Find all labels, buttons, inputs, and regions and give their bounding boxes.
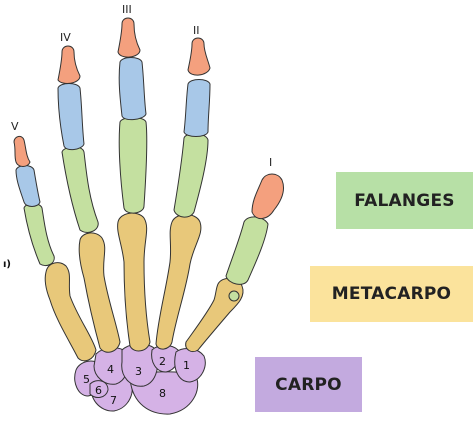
legend-falanges-label: FALANGES <box>354 191 454 211</box>
middle-phalanx-iii <box>119 58 146 120</box>
carpal-number-8: 8 <box>159 387 166 400</box>
proximal-phalanx-v <box>24 204 54 266</box>
finger-label-iv: IV <box>60 31 71 44</box>
distal-phalanx-ii <box>188 38 210 75</box>
distal-phalanx-i <box>252 174 284 219</box>
carpal-number-5: 5 <box>83 373 90 386</box>
carpal-number-1: 1 <box>183 359 190 372</box>
legend-metacarpo-label: METACARPO <box>332 284 451 304</box>
legend-carpo: CARPO <box>255 357 362 412</box>
carpal-number-3: 3 <box>135 365 142 378</box>
side-mark: ı) <box>3 259 11 270</box>
middle-phalanx-ii <box>184 80 210 137</box>
finger-label-ii: II <box>193 24 200 37</box>
carpal-number-6: 6 <box>95 384 102 397</box>
middle-phalanx-v <box>16 166 40 207</box>
proximal-phalanx-iv <box>62 147 98 233</box>
distal-phalanges <box>14 18 284 219</box>
carpal-number-4: 4 <box>107 363 114 376</box>
metacarpal-bones <box>45 213 243 361</box>
metacarpal-iii <box>118 213 150 351</box>
distal-phalanx-iv <box>58 46 80 83</box>
sesamoid-bone <box>229 291 239 301</box>
distal-phalanx-v <box>14 136 30 166</box>
carpal-number-2: 2 <box>159 355 166 368</box>
legend-carpo-label: CARPO <box>275 375 342 395</box>
carpal-bone-1 <box>175 349 205 382</box>
proximal-phalanx-ii <box>174 134 208 217</box>
legend-falanges: FALANGES <box>336 172 473 229</box>
finger-label-i: I <box>269 156 272 169</box>
proximal-phalanx-i <box>226 217 268 284</box>
legend-metacarpo: METACARPO <box>310 266 473 322</box>
finger-label-iii: III <box>122 3 132 16</box>
middle-phalanx-iv <box>58 84 84 150</box>
distal-phalanx-iii <box>118 18 140 57</box>
metacarpal-i <box>186 278 243 351</box>
metacarpal-ii <box>156 215 201 350</box>
proximal-phalanx-iii <box>119 118 147 214</box>
finger-label-v: V <box>11 120 19 133</box>
carpal-number-7: 7 <box>110 394 117 407</box>
